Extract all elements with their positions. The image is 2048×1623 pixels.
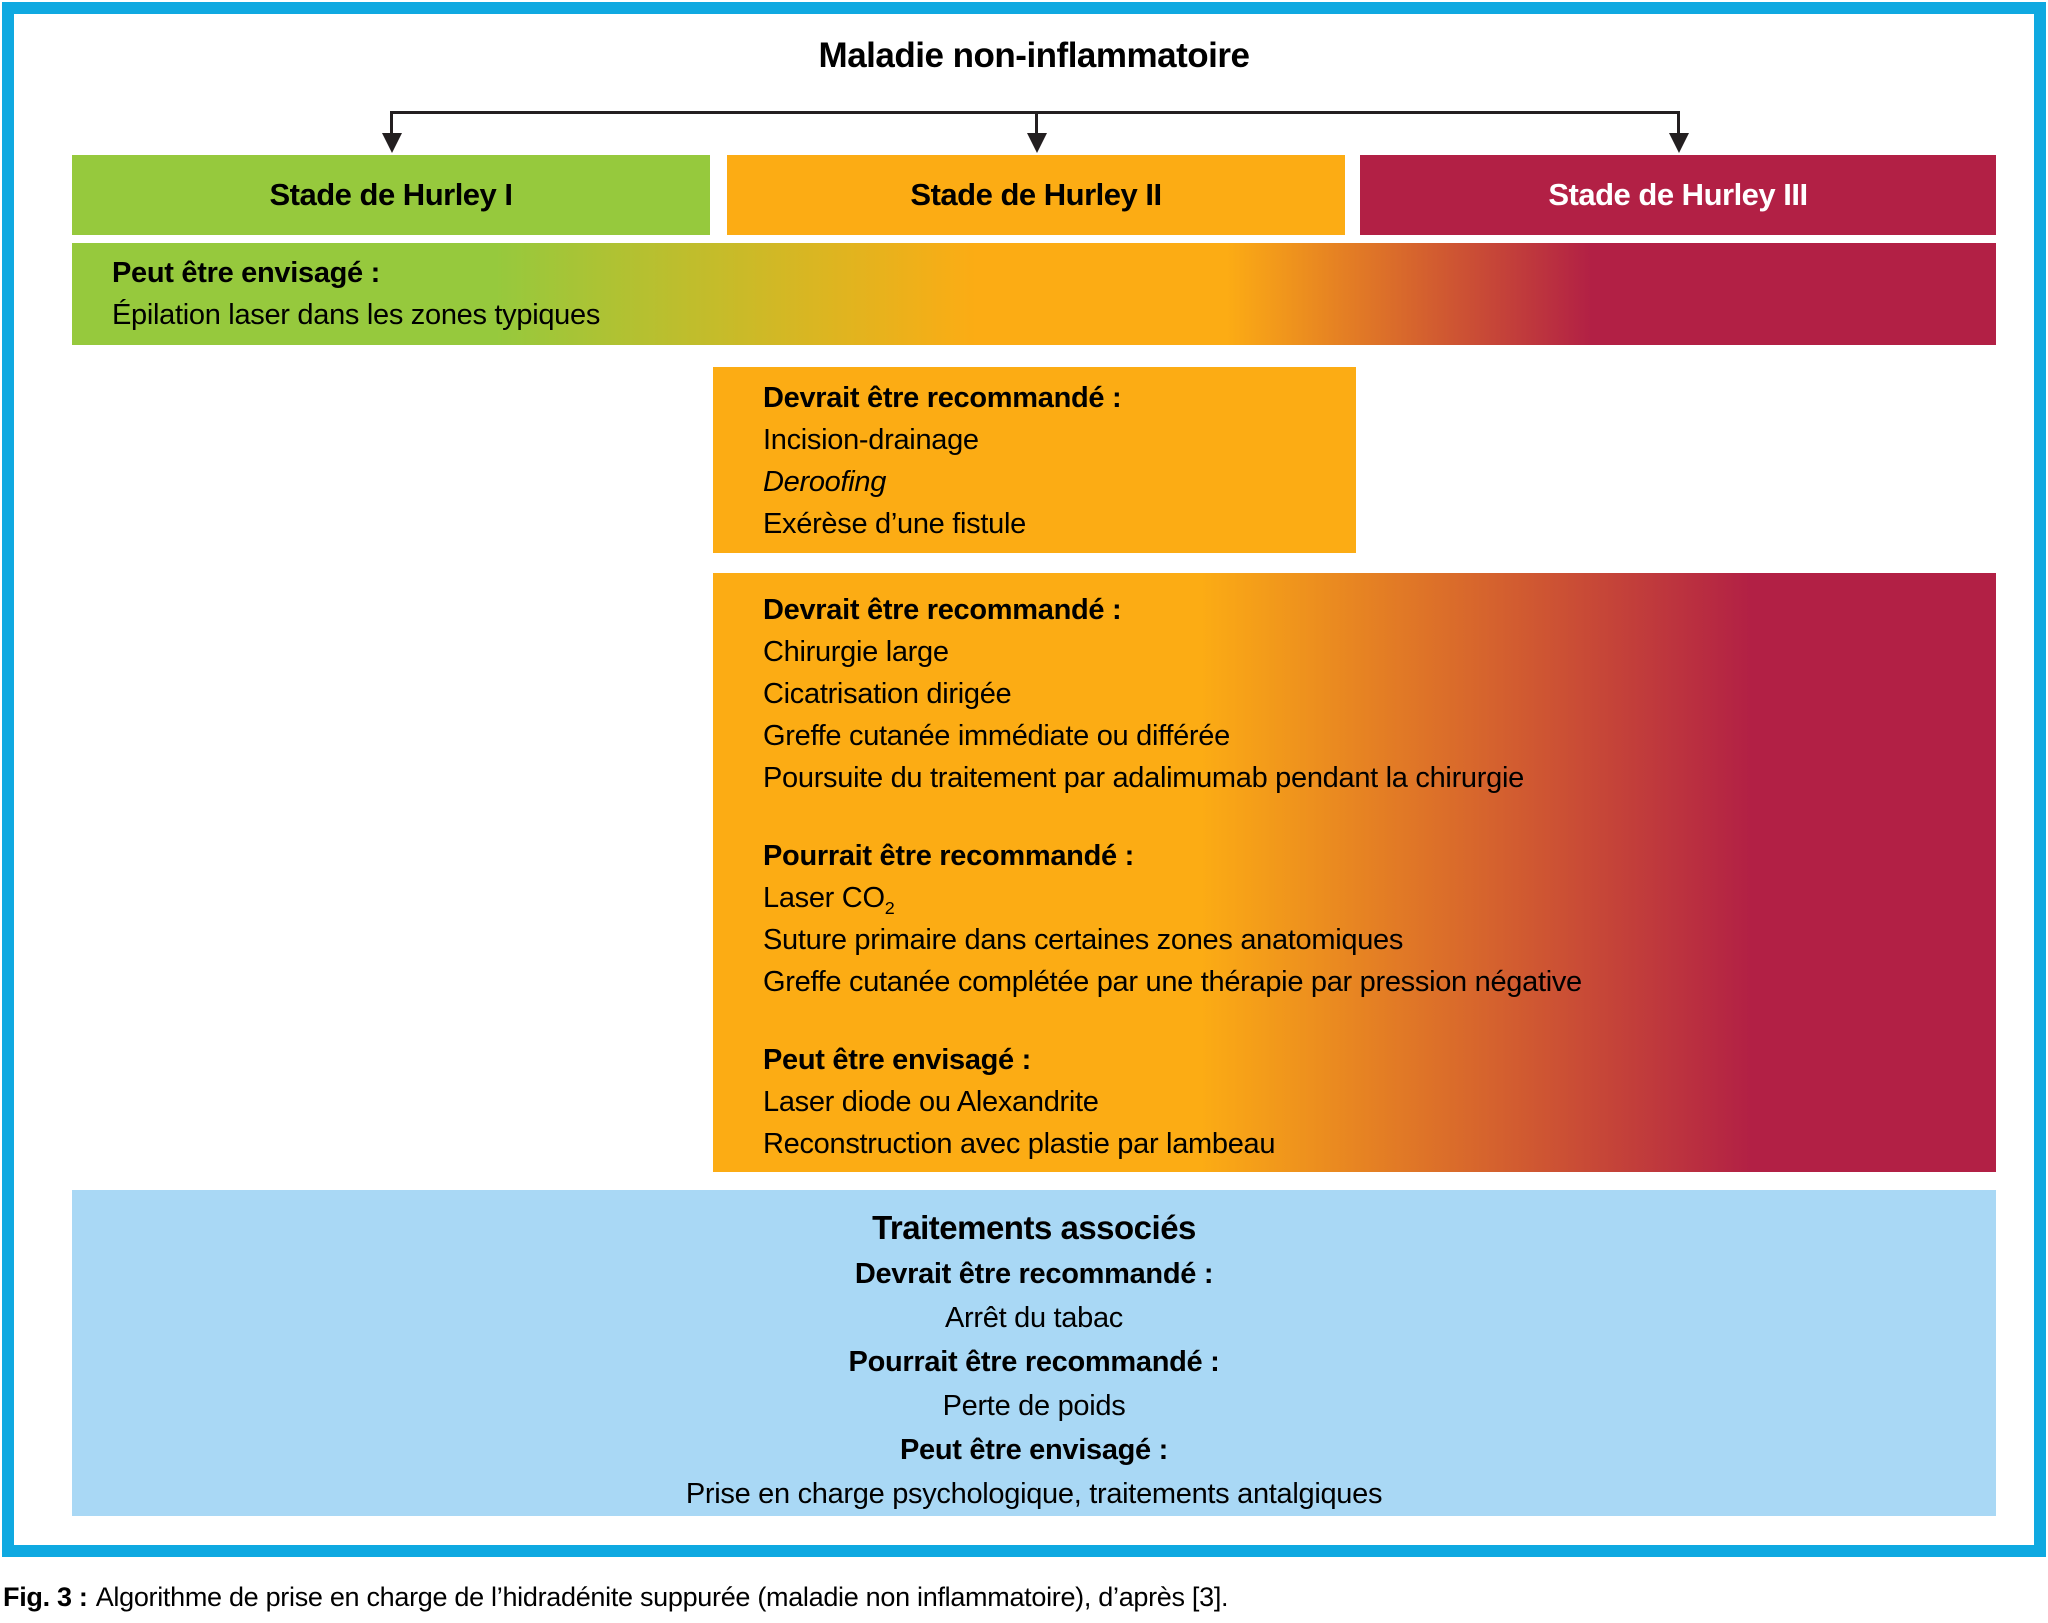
- connector-vline-middle: [1035, 111, 1038, 135]
- arrow-down-icon: [382, 133, 402, 153]
- treatment-item: Cicatrisation dirigée: [763, 678, 1012, 710]
- diagram-title: Maladie non-inflammatoire: [818, 36, 1250, 75]
- connector-vline-left: [390, 111, 393, 135]
- hurley-stage-2-header: Stade de Hurley II: [727, 155, 1345, 235]
- figure-caption-number: Fig. 3 :: [3, 1582, 88, 1612]
- hurley-stage-1-header: Stade de Hurley I: [72, 155, 710, 235]
- recommendation-level-label: Devrait être recommandé :: [763, 594, 1122, 626]
- treatment-item: Laser diode ou Alexandrite: [763, 1086, 1099, 1118]
- recommendation-level-label: Devrait être recommandé :: [763, 382, 1122, 414]
- treatment-item: Prise en charge psychologique, traitemen…: [685, 1478, 1383, 1510]
- treatment-item: Poursuite du traitement par adalimumab p…: [763, 762, 1524, 794]
- laser-epilation-gradient-bar: Peut être envisagé : Épilation laser dan…: [72, 243, 1996, 345]
- hurley2-recommendation-box: Devrait être recommandé : Incision-drain…: [713, 367, 1356, 553]
- recommendation-level-label: Peut être envisagé :: [112, 257, 380, 289]
- figure-caption-text: Algorithme de prise en charge de l’hidra…: [95, 1582, 1229, 1612]
- hurley-stage-3-label: Stade de Hurley III: [1548, 177, 1808, 212]
- treatment-item: Arrêt du tabac: [945, 1302, 1123, 1334]
- treatment-item: Greffe cutanée immédiate ou différée: [763, 720, 1230, 752]
- treatment-item: Chirurgie large: [763, 636, 949, 668]
- treatment-item: Perte de poids: [942, 1390, 1126, 1422]
- figure-caption: Fig. 3 :Algorithme de prise en charge de…: [3, 1582, 1229, 1613]
- recommendation-level-label: Devrait être recommandé :: [854, 1258, 1214, 1290]
- treatment-item: Laser CO2: [763, 877, 1996, 919]
- section-spacer: [763, 1003, 1996, 1039]
- laser-co2-subscript: 2: [884, 898, 895, 918]
- treatment-item: Greffe cutanée complétée par une thérapi…: [763, 966, 1582, 998]
- treatment-item: Suture primaire dans certaines zones ana…: [763, 924, 1404, 956]
- arrow-down-icon: [1669, 133, 1689, 153]
- surgery-recommendation-box: Devrait être recommandé : Chirurgie larg…: [713, 573, 1996, 1172]
- hurley-stage-1-label: Stade de Hurley I: [269, 177, 513, 212]
- hurley-stage-2-label: Stade de Hurley II: [910, 177, 1162, 212]
- hurley-stage-3-header: Stade de Hurley III: [1360, 155, 1996, 235]
- treatment-item: Reconstruction avec plastie par lambeau: [763, 1128, 1276, 1160]
- section-spacer: [763, 799, 1996, 835]
- recommendation-level-label: Pourrait être recommandé :: [848, 1346, 1220, 1378]
- recommendation-level-label: Peut être envisagé :: [900, 1434, 1168, 1466]
- treatment-item: Exérèse d’une fistule: [763, 508, 1026, 540]
- arrow-down-icon: [1027, 133, 1047, 153]
- treatment-item: Deroofing: [763, 466, 887, 498]
- associated-treatments-box: Traitements associés Devrait être recomm…: [72, 1190, 1996, 1516]
- diagram-border-frame: [2, 2, 2046, 1557]
- associated-treatments-title: Traitements associés: [872, 1209, 1196, 1246]
- laser-co2-label: Laser CO: [763, 882, 885, 914]
- recommendation-level-label: Pourrait être recommandé :: [763, 840, 1134, 872]
- recommendation-level-label: Peut être envisagé :: [763, 1044, 1031, 1076]
- treatment-item: Incision-drainage: [763, 424, 979, 456]
- connector-vline-right: [1677, 111, 1680, 135]
- treatment-item: Épilation laser dans les zones typiques: [112, 299, 601, 331]
